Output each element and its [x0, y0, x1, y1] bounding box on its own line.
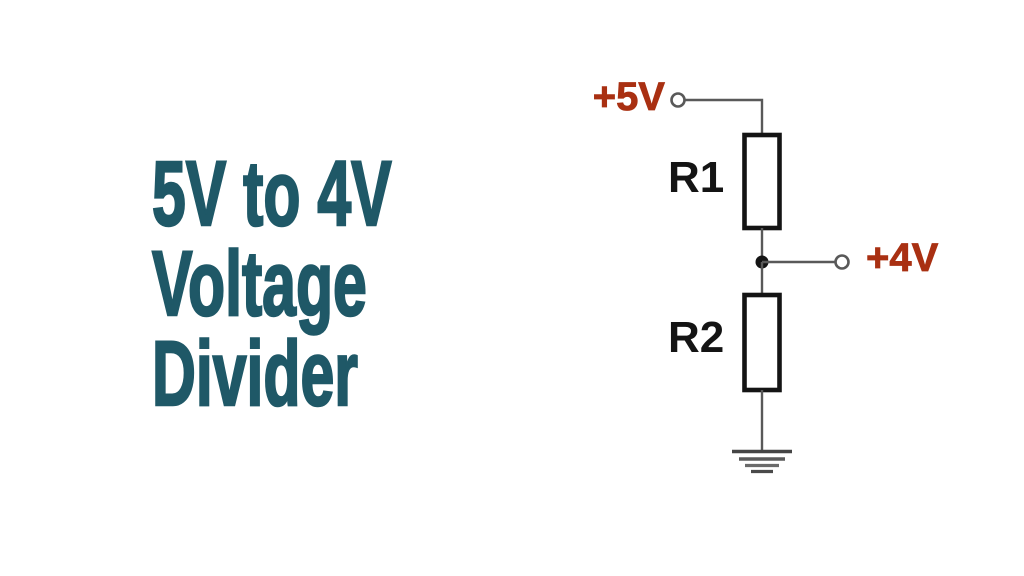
resistor-r1-symbol [742, 132, 782, 231]
resistor-r2-symbol [742, 292, 782, 393]
title-line-2: Voltage [151, 233, 367, 335]
slide-title: 5V to 4V Voltage Divider [151, 143, 392, 425]
input-terminal-icon [670, 92, 686, 108]
output-terminal-icon [834, 254, 850, 270]
title-line-3: Divider [151, 323, 359, 425]
output-voltage-label: +4V [866, 236, 939, 280]
resistor-r2-label: R2 [668, 313, 725, 362]
title-line-1: 5V to 4V [151, 143, 392, 245]
resistor-r1-label: R1 [668, 153, 725, 202]
ground-icon [732, 449, 792, 474]
input-voltage-label: +5V [592, 75, 665, 119]
input-wire [685, 98, 764, 135]
